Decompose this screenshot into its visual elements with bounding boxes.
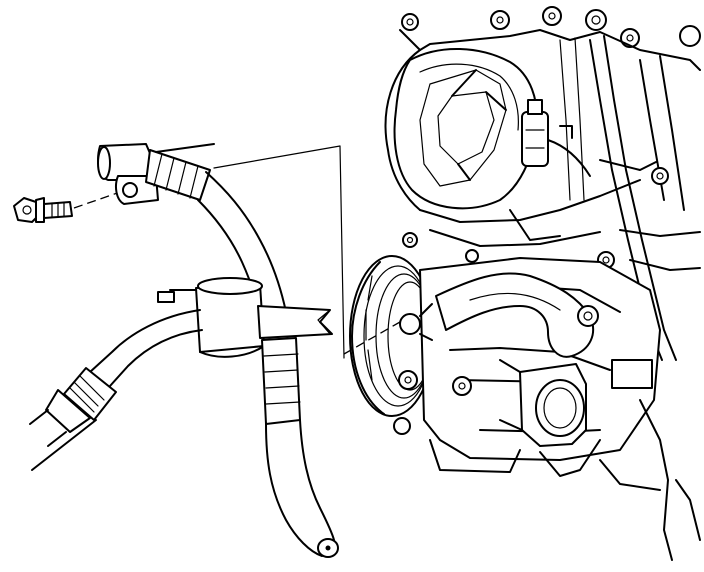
mounting-bolt [13, 197, 73, 223]
hose-top-edge [155, 143, 215, 153]
ac-compressor [349, 255, 701, 561]
hose-clamp-strap [257, 305, 333, 339]
engine-top-bolts [401, 6, 701, 48]
refrigerant-hose-assembly [29, 143, 339, 558]
engine-block [384, 6, 701, 361]
hose-fitting-block [195, 277, 265, 358]
sensor-connector [521, 99, 591, 177]
